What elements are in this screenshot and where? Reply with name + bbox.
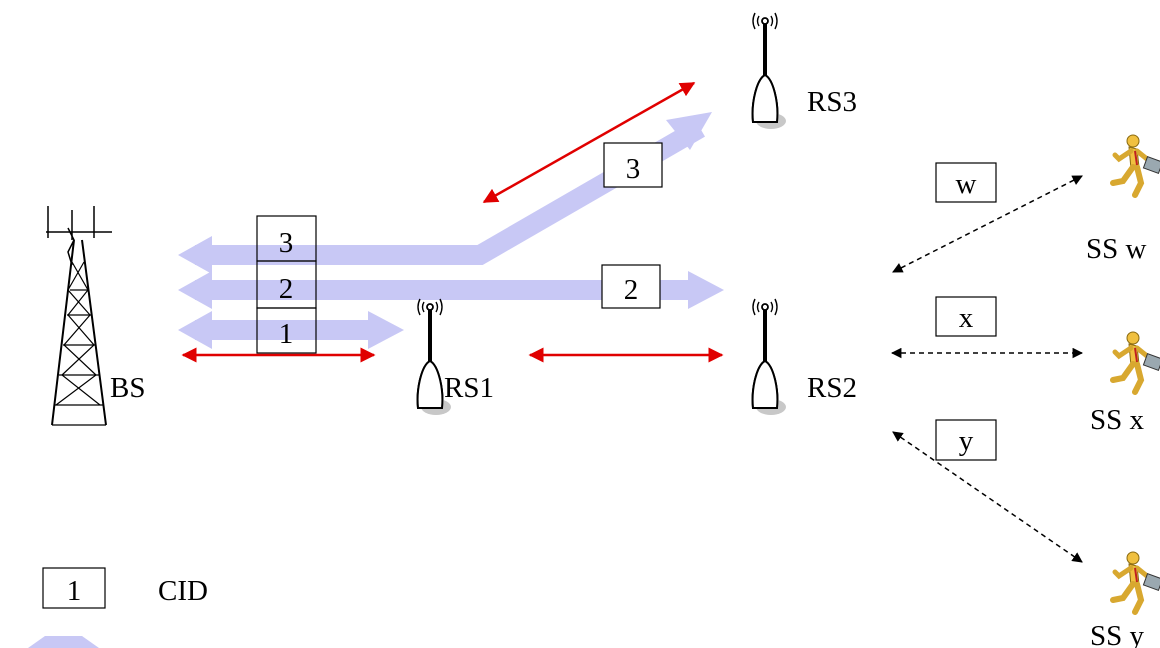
flow-arrowhead-bs-1 xyxy=(178,311,212,349)
flow-arrowhead-rs2 xyxy=(688,271,724,309)
ss-x-label: SS x xyxy=(1090,404,1145,436)
flow-cid-boxes: 3 2 xyxy=(601,142,663,309)
ss-w-person-icon xyxy=(1113,135,1160,195)
legend-flow-arrow xyxy=(28,636,99,648)
rs1-label: RS1 xyxy=(444,372,494,404)
legend-cid-value: 1 xyxy=(67,575,82,607)
ss-link-box-x xyxy=(935,296,997,337)
bs-label: BS xyxy=(110,372,145,404)
ss-link-label-x: x xyxy=(959,302,974,334)
legend-cid-text: CID xyxy=(158,575,208,607)
rs2-antenna-icon xyxy=(753,299,786,415)
flow-cid-label-rs2: 2 xyxy=(624,274,639,306)
cid-label-3: 3 xyxy=(279,227,294,259)
link-rs3 xyxy=(482,81,696,204)
ss-w-label: SS w xyxy=(1086,233,1147,265)
ss-link-box-w xyxy=(935,162,997,203)
cid-label-2: 2 xyxy=(279,273,294,305)
cid-box-1 xyxy=(256,307,317,354)
ss-link-label-w: w xyxy=(956,168,977,200)
rs2-label: RS2 xyxy=(807,372,857,404)
ss-y-label: SS y xyxy=(1090,620,1145,648)
ss-link-label-boxes: w x y xyxy=(935,162,997,461)
rs3-label: RS3 xyxy=(807,86,857,118)
ss-link-box-y xyxy=(935,419,997,461)
direct-links xyxy=(181,81,724,363)
flow-cid-label-rs3: 3 xyxy=(626,153,641,185)
ss-x-person-icon xyxy=(1113,332,1160,392)
link-rs2-ssy xyxy=(892,431,1083,563)
cid-label-1: 1 xyxy=(279,318,294,350)
legend: 1 CID xyxy=(28,567,208,648)
ss-link-label-y: y xyxy=(959,425,974,457)
cid-stack: 3 2 1 xyxy=(256,215,317,354)
base-station-tower-icon xyxy=(46,206,112,426)
flow-arrowhead-bs-2 xyxy=(178,271,212,309)
flow-arrowhead-rs1 xyxy=(368,311,404,349)
legend-cid-box xyxy=(42,567,106,609)
rs3-antenna-icon xyxy=(753,13,786,129)
flow-cid-box-rs2 xyxy=(601,264,661,309)
flow-arrowhead-bs-3 xyxy=(178,236,212,274)
flow-cid-box-rs3 xyxy=(603,142,663,188)
ss-links xyxy=(890,175,1084,563)
ss-y-person-icon xyxy=(1113,552,1160,612)
